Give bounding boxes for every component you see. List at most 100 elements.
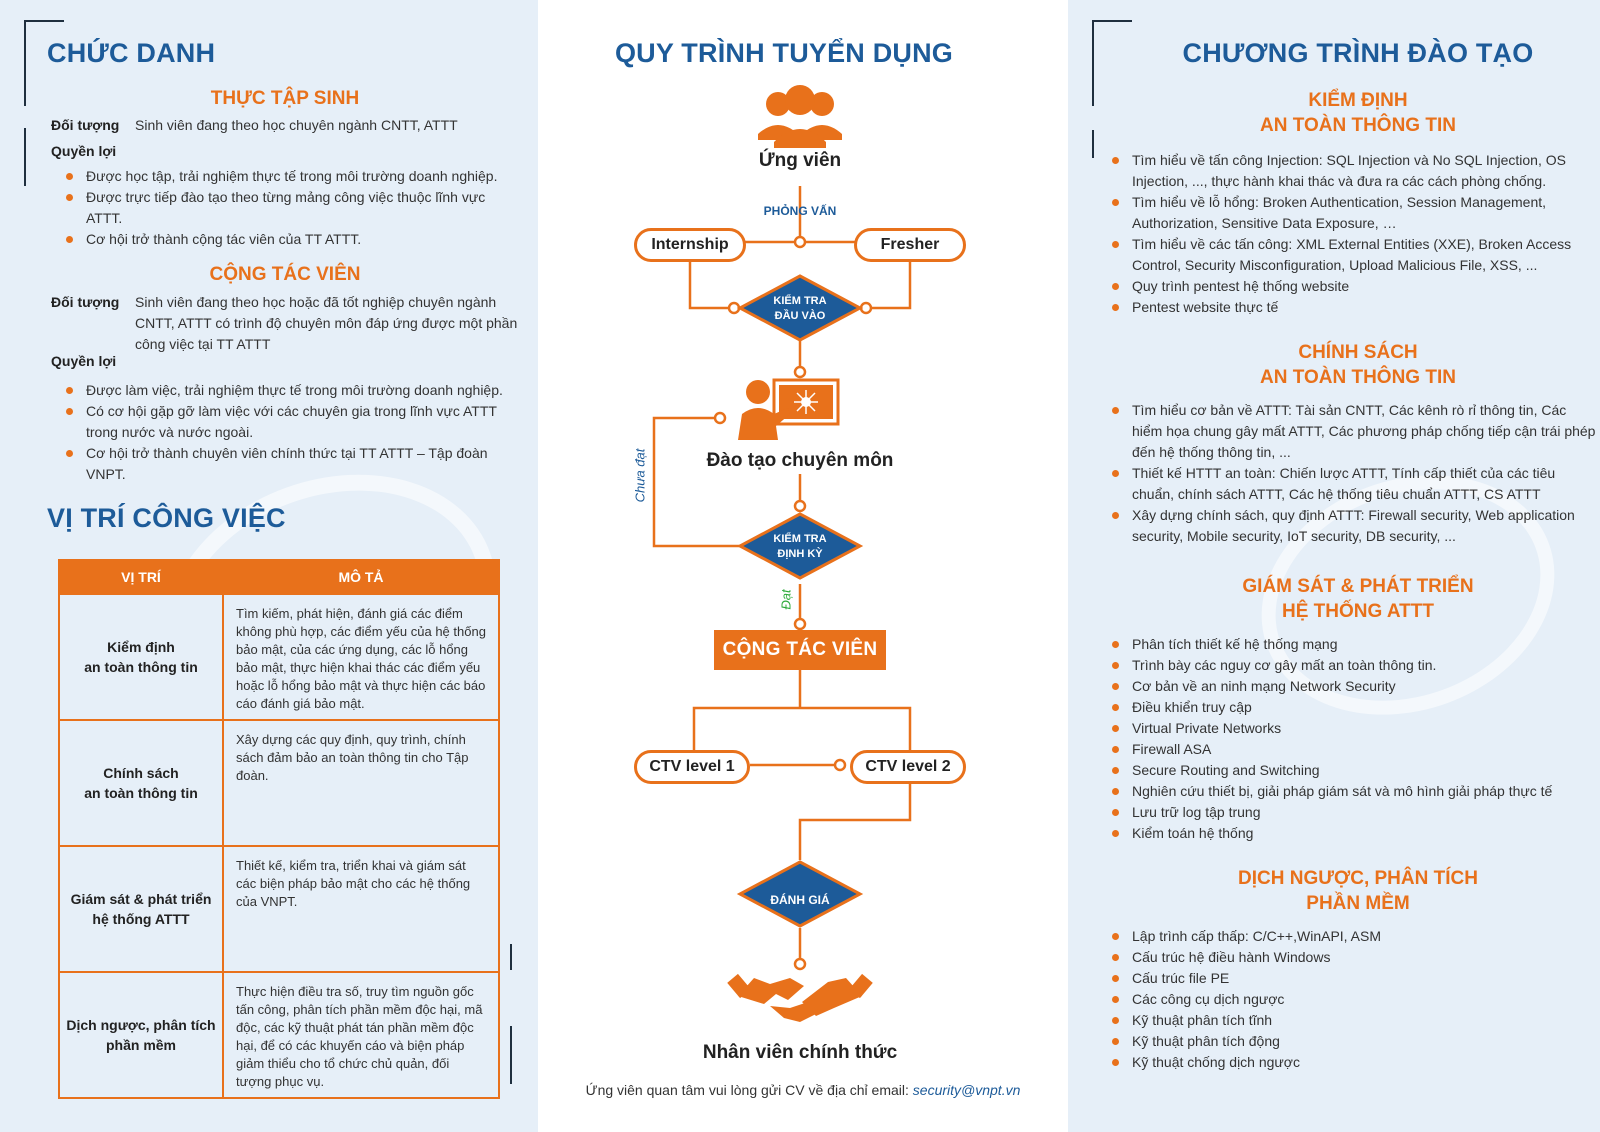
candidate-label: Ứng viên: [758, 150, 842, 171]
list-item: Được học tập, trải nghiệm thực tế trong …: [64, 166, 514, 187]
list-item: Cấu trúc file PE: [1110, 968, 1600, 989]
training-program-title: CHƯƠNG TRÌNH ĐÀO TẠO: [1182, 38, 1534, 68]
header-description: MÔ TẢ: [222, 559, 500, 595]
cell-description: Thiết kế, kiểm tra, triển khai và giám s…: [222, 845, 500, 973]
list-item: Kỹ thuật chống dịch ngược: [1110, 1052, 1600, 1073]
title-bracket: [24, 20, 64, 106]
section-title-positions: CHỨC DANH: [47, 38, 216, 68]
list-item: Xây dựng chính sách, quy định ATTT: Fire…: [1110, 505, 1600, 547]
list-item: Virtual Private Networks: [1110, 718, 1600, 739]
tick-mark: [1092, 130, 1094, 158]
list-item: Cơ bản về an ninh mạng Network Security: [1110, 676, 1600, 697]
list-item: Pentest website thực tế: [1110, 297, 1600, 318]
tick-mark: [510, 944, 512, 970]
official-label: Nhân viên chính thức: [702, 1042, 898, 1063]
training-list-monitoring: Phân tích thiết kế hệ thống mạng Trình b…: [1110, 634, 1600, 844]
title-bracket: [1092, 20, 1132, 106]
training-label: Đào tạo chuyên môn: [706, 450, 894, 471]
check-input-diamond: [736, 274, 864, 342]
flowchart-connectors: [652, 85, 912, 1022]
list-item: Cơ hội trở thành cộng tác viên của TT AT…: [64, 229, 514, 250]
list-item: Kiểm toán hệ thống: [1110, 823, 1600, 844]
list-item: Điều khiển truy cập: [1110, 697, 1600, 718]
interview-label: PHỎNG VẤN: [763, 204, 837, 218]
process-title: QUY TRÌNH TUYỂN DỤNG: [614, 38, 954, 68]
evaluate-label: ĐÁNH GIÁ: [770, 893, 830, 907]
list-item: Lập trình cấp thấp: C/C++,WinAPI, ASM: [1110, 926, 1600, 947]
ctv-level-1-node: CTV level 1: [634, 750, 750, 784]
list-item: Kỹ thuật phân tích tĩnh: [1110, 1010, 1600, 1031]
list-item: Nghiên cứu thiết bị, giải pháp giám sát …: [1110, 781, 1600, 802]
list-item: Trình bày các nguy cơ gây mất an toàn th…: [1110, 655, 1600, 676]
intern-target-label: Đối tượng: [51, 117, 120, 133]
passed-label: Đạt: [778, 589, 794, 610]
list-item: Cơ hội trở thành chuyên viên chính thức …: [64, 443, 524, 485]
collab-title: CỘNG TÁC VIÊN: [209, 264, 361, 285]
list-item: Firewall ASA: [1110, 739, 1600, 760]
collab-benefits-list: Được làm việc, trải nghiệm thực tế trong…: [64, 380, 524, 485]
fresher-node: Fresher: [854, 228, 966, 262]
list-item: Tìm hiểu về lỗ hổng: Broken Authenticati…: [1110, 192, 1600, 234]
footer-note: Ứng viên quan tâm vui lòng gửi CV về địa…: [538, 1082, 1068, 1098]
list-item: Quy trình pentest hệ thống website: [1110, 276, 1600, 297]
list-item: Được trực tiếp đào tạo theo từng mảng cô…: [64, 187, 514, 229]
header-position: VỊ TRÍ: [58, 559, 224, 595]
tick-mark: [510, 1026, 512, 1084]
training-list-reverse: Lập trình cấp thấp: C/C++,WinAPI, ASM Cấ…: [1110, 926, 1600, 1073]
list-item: Lưu trữ log tập trung: [1110, 802, 1600, 823]
left-column: CHỨC DANH THỰC TẬP SINH Đối tượng Sinh v…: [0, 0, 538, 1132]
footer-email-link[interactable]: security@vnpt.vn: [912, 1082, 1021, 1098]
handshake-icon: [727, 973, 873, 1022]
list-item: Tìm hiểu về các tấn công: XML External E…: [1110, 234, 1600, 276]
intern-target-text: Sinh viên đang theo học chuyên ngành CNT…: [135, 117, 458, 133]
collab-target-text: Sinh viên đang theo học hoặc đã tốt nghi…: [135, 294, 518, 352]
table-header-row: VỊ TRÍ MÔ TẢ: [58, 559, 500, 595]
training-list-pentest: Tìm hiểu về tấn công Injection: SQL Inje…: [1110, 150, 1600, 318]
not-passed-label: Chưa đạt: [632, 448, 648, 503]
intern-benefits-list: Được học tập, trải nghiệm thực tế trong …: [64, 166, 514, 250]
collab-target-label: Đối tượng: [51, 294, 120, 310]
section-title-jobs: VỊ TRÍ CÔNG VIỆC: [47, 503, 286, 533]
trainer-icon: [738, 378, 840, 440]
list-item: Tìm hiểu về tấn công Injection: SQL Inje…: [1110, 150, 1600, 192]
list-item: Secure Routing and Switching: [1110, 760, 1600, 781]
candidates-icon: [758, 85, 842, 148]
ctv-level-2-node: CTV level 2: [850, 750, 966, 784]
list-item: Các công cụ dịch ngược: [1110, 989, 1600, 1010]
cell-description: Thực hiện điều tra số, truy tìm nguồn gố…: [222, 971, 500, 1099]
training-list-policy: Tìm hiểu cơ bản về ATTT: Tài sản CNTT, C…: [1110, 400, 1600, 547]
internship-node: Internship: [634, 228, 746, 262]
list-item: Kỹ thuật phân tích động: [1110, 1031, 1600, 1052]
list-item: Được làm việc, trải nghiệm thực tế trong…: [64, 380, 524, 401]
intern-title: THỰC TẬP SINH: [210, 88, 360, 109]
cell-description: Tìm kiếm, phát hiện, đánh giá các điểm k…: [222, 593, 500, 721]
collaborator-node: CỘNG TÁC VIÊN: [714, 630, 886, 670]
collab-benefits-label: Quyền lợi: [51, 353, 117, 369]
evaluate-diamond: [736, 860, 864, 928]
footer-text: Ứng viên quan tâm vui lòng gửi CV về địa…: [585, 1082, 913, 1098]
list-item: Thiết kế HTTT an toàn: Chiến lược ATTT, …: [1110, 463, 1600, 505]
tick-mark: [24, 128, 26, 186]
list-item: Phân tích thiết kế hệ thống mạng: [1110, 634, 1600, 655]
list-item: Có cơ hội gặp gỡ làm việc với các chuyên…: [64, 401, 524, 443]
intern-benefits-label: Quyền lợi: [51, 143, 117, 159]
list-item: Tìm hiểu cơ bản về ATTT: Tài sản CNTT, C…: [1110, 400, 1600, 463]
check-periodic-diamond: [736, 512, 864, 580]
cell-description: Xây dựng các quy định, quy trình, chính …: [222, 719, 500, 847]
